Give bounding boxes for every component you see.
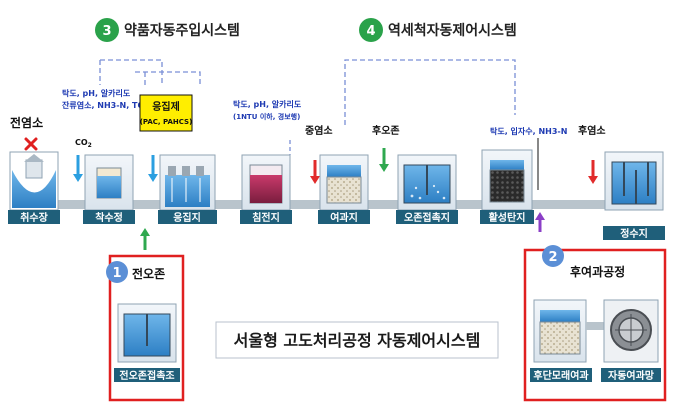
badge-4 <box>359 18 383 42</box>
coagulant-sub: (PAC, PAHCS) <box>140 118 193 126</box>
coagulation-label: 응집지 <box>173 211 201 224</box>
arrow-coagulant-icon <box>148 155 158 182</box>
badge-3 <box>95 18 119 42</box>
preozone-panel: 1 전오존 전오존접촉조 <box>106 254 185 402</box>
preozone-contact-label: 전오존접촉조 <box>119 369 174 382</box>
arrow-post-ozone-icon <box>379 148 389 172</box>
intake-label: 취수장 <box>20 211 48 224</box>
unit-receiving-well: 착수정 <box>83 154 135 224</box>
postfilter-panel: 2 후여과공정 후단모래여과 자동여과망 <box>523 245 667 402</box>
arrow-mid-chlorine-icon <box>310 160 320 184</box>
preozone-title: 전오존 <box>132 266 165 281</box>
unit-ozone-contact: 오존접촉지 <box>396 154 458 224</box>
arrow-post-chlorine-icon <box>588 160 598 184</box>
badge-2 <box>542 245 564 267</box>
clearwell-label: 정수지 <box>620 227 648 240</box>
unit-intake: 취수장 <box>8 151 60 224</box>
co2-label: CO2 <box>75 138 92 149</box>
badge-4-number: 4 <box>366 24 375 39</box>
unit-clearwell: 정수지 <box>603 151 665 240</box>
arrow-preozone-up-icon <box>140 228 150 250</box>
badge-3-number: 3 <box>102 24 111 39</box>
backwash-system-title: 역세척자동제어시스템 <box>388 22 517 39</box>
post-filter-label: 후단모래여과 <box>533 369 589 382</box>
gac-label: 활성탄지 <box>489 211 526 224</box>
post-ozone-label: 후오존 <box>372 124 400 137</box>
ozone-contact-label: 오존접촉지 <box>404 211 450 224</box>
postfilter-title: 후여과공정 <box>570 264 625 279</box>
auto-strainer-label: 자동여과망 <box>608 369 655 382</box>
unit-coagulation: 응집지 <box>158 154 217 224</box>
raw-sensor-line1: 탁도, pH, 알카리도 <box>62 88 131 98</box>
sed-sensor-line2: (1NTU 이하, 경보행) <box>233 112 300 121</box>
disabled-x-icon <box>24 137 38 151</box>
badge-2-number: 2 <box>548 250 557 265</box>
badge-1-number: 1 <box>112 266 121 281</box>
receiving-label: 착수정 <box>95 211 123 224</box>
filtration-label: 여과지 <box>330 211 358 224</box>
post-chlorine-label: 후염소 <box>578 124 606 137</box>
chemical-system-title: 약품자동주입시스템 <box>124 22 240 39</box>
mid-chlorine-label: 중염소 <box>305 125 333 137</box>
sedimentation-label: 침전지 <box>252 211 280 224</box>
main-title: 서울형 고도처리공정 자동제어시스템 <box>234 331 481 350</box>
gac-sensor-line: 탁도, 입자수, NH3-N <box>490 126 567 136</box>
pre-chlorine-label: 전염소 <box>10 115 43 130</box>
coagulant-box: 응집제 (PAC, PAHCS) <box>139 94 193 132</box>
raw-sensor-line2: 잔류염소, NH3-N, TOC <box>62 100 150 110</box>
control-loop-backwash <box>344 59 516 125</box>
coagulant-label: 응집제 <box>152 100 180 113</box>
badge-1 <box>106 261 128 283</box>
chemical-system-header: 3 약품자동주입시스템 <box>95 18 240 42</box>
unit-sedimentation: 침전지 <box>240 154 292 224</box>
sed-sensor-line1: 탁도, pH, 알카리도 <box>233 99 302 109</box>
arrow-postfilter-up-icon <box>535 212 545 232</box>
main-title-box: 서울형 고도처리공정 자동제어시스템 <box>215 321 499 359</box>
unit-gac: 활성탄지 <box>480 149 534 224</box>
control-loop-chemical <box>99 59 201 85</box>
backwash-system-header: 4 역세척자동제어시스템 <box>359 18 517 42</box>
arrow-co2-icon <box>73 155 83 182</box>
unit-filtration: 여과지 <box>318 154 370 224</box>
